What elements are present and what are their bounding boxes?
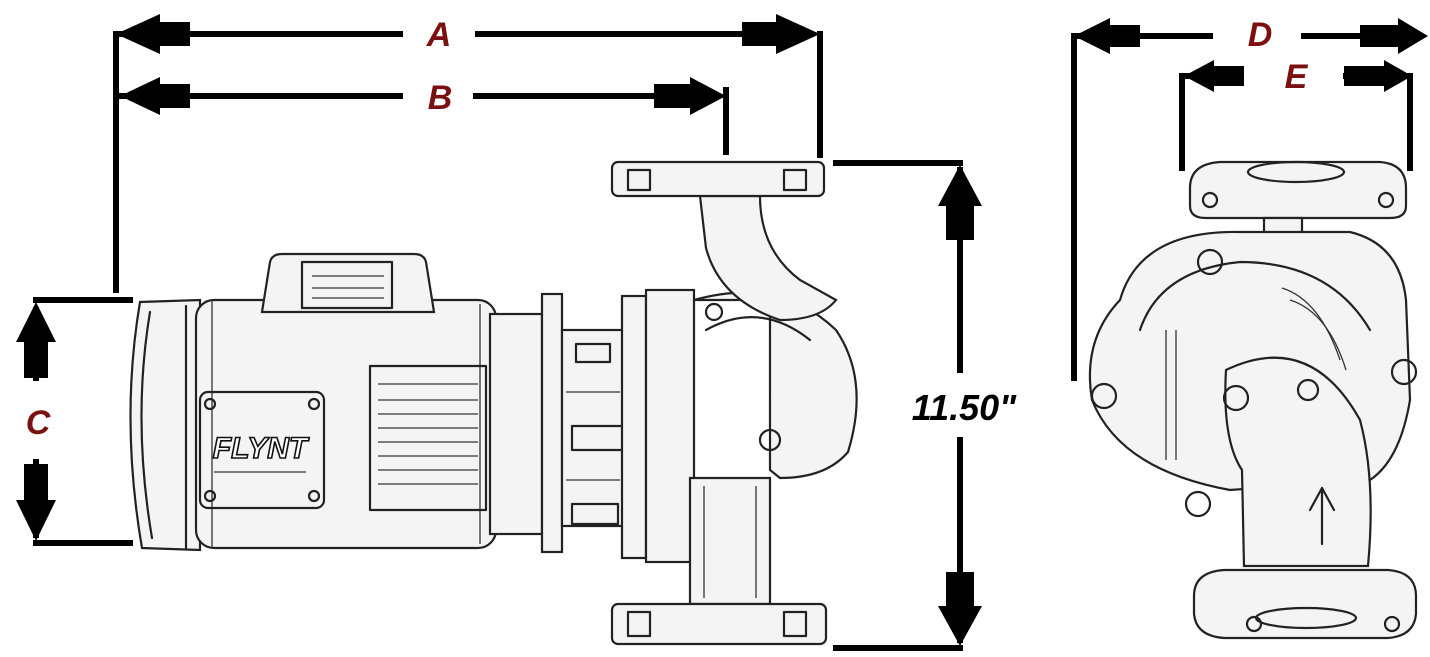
dimension-e: E	[1179, 58, 1413, 171]
dimension-a: A	[113, 14, 823, 293]
dimension-d: D	[1071, 16, 1428, 381]
dimension-c-label: C	[26, 404, 51, 442]
dimension-c: C	[16, 297, 133, 546]
pump-side-view: FLYNT	[129, 160, 858, 646]
dimension-b-label: B	[428, 79, 453, 117]
pump-front-view	[1088, 160, 1418, 640]
brand-logo: FLYNT	[213, 432, 310, 465]
dimension-height-value: 11.50"	[912, 387, 1017, 428]
dimension-a-label: A	[426, 16, 452, 54]
dimension-e-label: E	[1285, 58, 1309, 96]
dimension-d-label: D	[1248, 16, 1273, 54]
dimension-height: 11.50"	[833, 160, 1017, 651]
dimension-b: B	[117, 77, 729, 155]
